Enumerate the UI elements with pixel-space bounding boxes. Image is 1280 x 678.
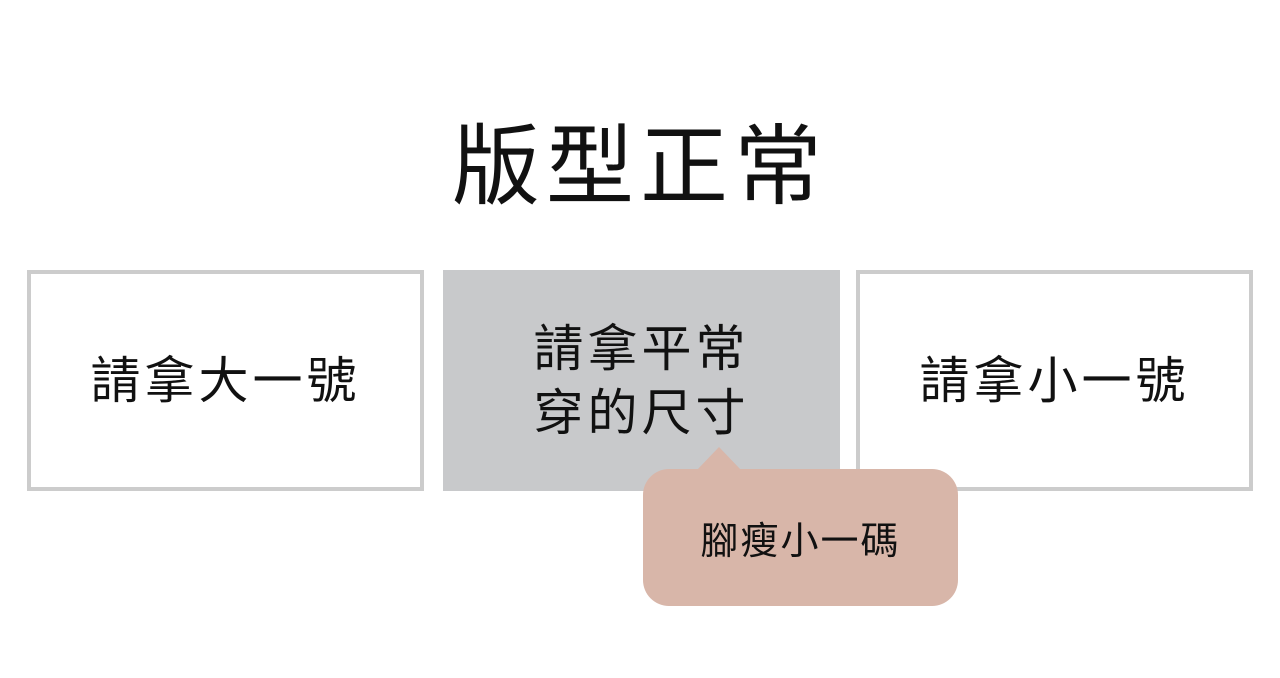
page-title: 版型正常 <box>451 115 828 218</box>
option-label-line1: 請拿平常 <box>533 319 750 378</box>
note-text: 腳瘦小一碼 <box>700 519 901 563</box>
option-label-line2: 穿的尺寸 <box>533 383 750 442</box>
speech-bubble-tail <box>697 447 741 470</box>
option-label: 請拿大一號 <box>90 351 361 410</box>
option-size-down: 請拿小一號 <box>856 270 1253 491</box>
option-size-up: 請拿大一號 <box>27 270 424 491</box>
option-label: 請拿小一號 <box>919 351 1190 410</box>
option-normal-size: 請拿平常 穿的尺寸 <box>443 270 840 491</box>
speech-bubble-note: 腳瘦小一碼 <box>643 469 958 606</box>
